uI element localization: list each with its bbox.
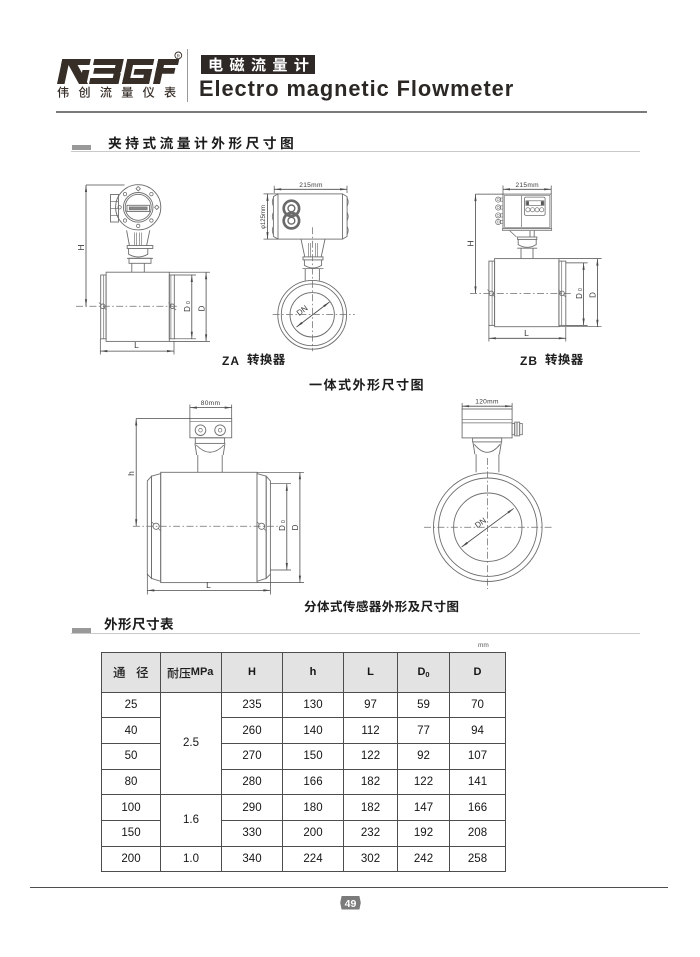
svg-text:L: L <box>134 340 139 350</box>
svg-text:0: 0 <box>578 288 584 291</box>
svg-text:D: D <box>183 306 192 312</box>
svg-text:h: h <box>126 471 136 476</box>
svg-text:D: D <box>291 524 300 530</box>
svg-text:80mm: 80mm <box>201 400 221 407</box>
svg-text:L: L <box>206 580 211 590</box>
svg-text:DN: DN <box>295 303 310 317</box>
svg-text:R: R <box>177 54 181 59</box>
svg-text:D: D <box>197 305 206 311</box>
svg-text:H: H <box>466 240 476 246</box>
svg-text:φ125mm: φ125mm <box>261 205 267 229</box>
svg-text:49: 49 <box>344 898 356 910</box>
svg-text:DN: DN <box>473 516 488 530</box>
svg-text:0: 0 <box>186 301 192 304</box>
svg-text:0: 0 <box>281 520 287 523</box>
svg-text:D: D <box>278 525 287 531</box>
svg-text:120mm: 120mm <box>475 399 499 406</box>
svg-text:215mm: 215mm <box>299 182 323 189</box>
svg-text:D: D <box>575 293 584 299</box>
svg-text:L: L <box>524 328 529 338</box>
svg-text:H: H <box>76 244 86 250</box>
svg-text:D: D <box>589 292 598 298</box>
svg-text:215mm: 215mm <box>515 182 539 189</box>
